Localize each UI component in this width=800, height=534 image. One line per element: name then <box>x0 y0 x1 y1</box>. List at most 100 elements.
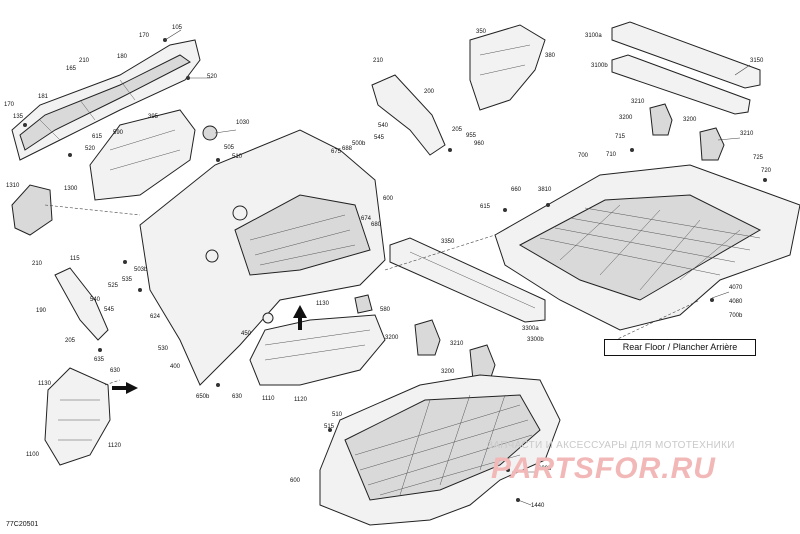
callout: 1440 <box>531 503 545 509</box>
diagram-ref-code: 77C20501 <box>6 521 39 528</box>
assembly-line-1 <box>44 204 141 216</box>
strip-3300a <box>389 237 546 323</box>
callout: 170 <box>139 33 150 39</box>
callout: 635 <box>94 357 105 363</box>
callout: 115 <box>70 256 80 262</box>
callout: 600 <box>383 196 394 202</box>
mud-flap-1100 <box>44 367 111 466</box>
callout: 503b <box>134 267 148 273</box>
callout: 3200 <box>683 117 697 123</box>
callout: 3200 <box>441 369 455 375</box>
callout: 710 <box>606 152 617 158</box>
center-panel-1110 <box>249 314 386 386</box>
callout: 624 <box>150 314 161 320</box>
callout: 205 <box>452 127 463 133</box>
callout: 535 <box>122 277 133 283</box>
callout: 530 <box>158 346 169 352</box>
callout: 350 <box>476 29 487 35</box>
bracket-3200-d <box>469 344 496 381</box>
callout: 720 <box>761 168 772 174</box>
main-firewall-body <box>139 129 386 386</box>
callout: 205 <box>65 338 76 344</box>
callout: 1120 <box>294 397 308 403</box>
callout: 700 <box>578 153 589 159</box>
callout: 190 <box>36 308 47 314</box>
bracket-3200-c <box>414 319 441 356</box>
callout: 1100 <box>26 452 40 458</box>
callout: 960 <box>474 141 485 147</box>
callout: 3810 <box>538 187 552 193</box>
strip-3100b <box>611 54 751 115</box>
arrow-up-icon <box>293 305 307 330</box>
arrow-right-icon <box>112 382 138 394</box>
callout: 600b <box>538 466 552 472</box>
callout: 675 <box>331 149 342 155</box>
callout: 400 <box>170 364 181 370</box>
top-plate-350 <box>469 24 546 111</box>
callout: 680 <box>371 222 382 228</box>
callout: 105 <box>172 25 183 31</box>
callout: 510 <box>232 154 243 160</box>
callout: 525 <box>108 283 119 289</box>
bracket-3200-a <box>649 103 673 136</box>
strip-3100a <box>611 21 761 89</box>
callout: 1110 <box>262 396 275 402</box>
callout: 170 <box>4 102 15 108</box>
callout: 210 <box>32 261 43 267</box>
callout: 1300 <box>64 186 78 192</box>
callout: 180 <box>117 54 128 60</box>
callout: 4080 <box>729 299 743 305</box>
callout: 1310 <box>6 183 20 189</box>
callout: 3300b <box>527 337 544 343</box>
callout: 3100a <box>585 33 602 39</box>
callout: 200 <box>424 89 435 95</box>
callout: 210 <box>373 58 384 64</box>
callout: 181 <box>38 94 49 100</box>
callout: 545 <box>104 307 115 313</box>
assembly-line-2 <box>104 379 121 386</box>
callout: 674 <box>361 216 372 222</box>
callout: 545 <box>374 135 385 141</box>
callout: 3200 <box>385 335 399 341</box>
bracket-580 <box>354 294 373 314</box>
diagram-title-box: Rear Floor / Plancher Arrière <box>604 339 756 356</box>
callout: 4070 <box>729 285 743 291</box>
callout: 590 <box>113 130 124 136</box>
left-side-panel <box>89 109 196 201</box>
front-floor-600 <box>319 374 561 526</box>
assembly-line-4 <box>604 299 701 346</box>
callout: 515 <box>324 424 335 430</box>
left-side-rail <box>11 39 201 161</box>
callout: 700b <box>729 313 743 319</box>
leader-lines <box>164 29 751 506</box>
callout: 955 <box>466 133 477 139</box>
callout: 500b <box>352 141 366 147</box>
callout: 600 <box>290 478 301 484</box>
callout: 3210 <box>740 131 754 137</box>
callout: 520 <box>85 146 96 152</box>
callout: 1130 <box>38 381 52 387</box>
callout: 1120 <box>108 443 122 449</box>
callout: 615 <box>480 204 491 210</box>
callout: 580 <box>380 307 391 313</box>
callout: 3200 <box>619 115 633 121</box>
callout: 1130 <box>316 301 330 307</box>
callout: 3210 <box>631 99 645 105</box>
callout: 3210 <box>450 341 464 347</box>
lower-bracket-190 <box>54 267 109 341</box>
bracket-1300 <box>11 184 53 236</box>
fastener-bolts <box>23 38 767 502</box>
bracket-3200-b <box>699 127 725 161</box>
callout: 660 <box>511 187 522 193</box>
callout: 210 <box>79 58 90 64</box>
callout: 3300a <box>522 326 539 332</box>
callout: 3150 <box>750 58 764 64</box>
callout: 395 <box>148 114 159 120</box>
callout: 630 <box>110 368 121 374</box>
callout: 510 <box>332 412 343 418</box>
callout: 3100b <box>591 63 608 69</box>
assembly-line-3 <box>384 234 496 271</box>
callout: 688 <box>342 146 353 152</box>
callout: 520 <box>207 74 218 80</box>
